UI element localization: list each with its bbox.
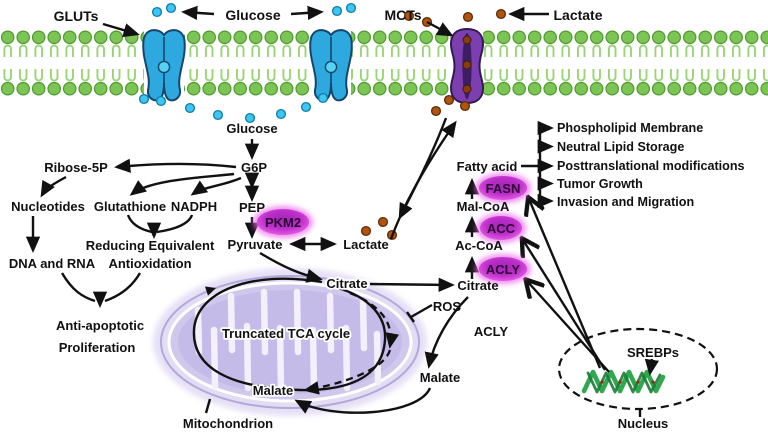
label-acly-enzyme: ACLY — [486, 262, 521, 277]
mcts-pointer-arrow — [426, 20, 454, 37]
acc-enzyme-oval — [480, 216, 522, 240]
citrate-to-malate-acly-arrow — [424, 296, 469, 369]
mitochondrion-organelle — [153, 268, 427, 416]
citrate-malate-dashed-path — [303, 291, 400, 395]
citrate-export-arrow — [369, 277, 455, 293]
label-mal-coa: Mal-CoA — [457, 199, 510, 214]
cell-membrane — [0, 28, 768, 104]
label-mitochondrion: Mitochondrion — [183, 416, 273, 431]
lactate-import-arrow — [398, 117, 448, 220]
label-nucleus: Nucleus — [618, 416, 669, 431]
antioxidation-merge-curve — [104, 272, 142, 303]
label-ac-coa: Ac-CoA — [455, 238, 503, 253]
label-dna-and-rna: DNA and RNA — [9, 256, 96, 271]
fatty-acid-outputs-bracket — [521, 120, 554, 209]
label-malate-mito: Malate — [253, 383, 293, 398]
label-nucleotides: Nucleotides — [11, 199, 85, 214]
label-pkm2: PKM2 — [265, 215, 301, 230]
label-tumor-growth: Tumor Growth — [557, 177, 643, 191]
glucose-right-arrow — [290, 5, 324, 21]
label-acly-pathway: ACLY — [474, 324, 509, 339]
label-anti-apoptotic: Anti-apoptotic — [56, 318, 144, 333]
label-glucose-top: Glucose — [225, 7, 280, 23]
lipid-bilayer — [0, 30, 768, 96]
label-acc-enzyme: ACC — [487, 221, 516, 236]
label-citrate-cytosol: Citrate — [457, 278, 498, 293]
label-antioxidation: Antioxidation — [108, 256, 191, 271]
glucose-left-arrow — [181, 5, 215, 21]
lactate-export-arrow — [389, 120, 457, 240]
nucleus-envelope — [557, 327, 719, 411]
label-truncated-tca: Truncated TCA cycle — [222, 326, 350, 341]
label-citrate-mito: Citrate — [326, 276, 367, 291]
tca-cycle-loop — [192, 277, 387, 392]
label-glucose-cytosol: Glucose — [226, 121, 277, 136]
ros-inhibition-bar — [406, 311, 415, 323]
nucleus-organelle — [557, 327, 719, 417]
label-g6p: G6P — [241, 160, 267, 175]
label-proliferation: Proliferation — [59, 340, 136, 355]
cristae — [194, 288, 382, 394]
g6p-to-nadph-arrow — [190, 176, 242, 196]
label-posttranslational-modifications: Posttranslational modifications — [557, 159, 745, 173]
label-neutral-lipid-storage: Neutral Lipid Storage — [557, 140, 684, 154]
glut-transporter-icon — [142, 29, 186, 102]
mct-transporter-icon — [450, 28, 484, 104]
dna-helix-icon — [581, 369, 666, 394]
label-fasn-enzyme: FASN — [486, 181, 521, 196]
acly-enzyme-oval — [479, 257, 527, 281]
label-gluts: GLUTs — [54, 8, 99, 24]
nadph-merge-curve — [156, 214, 194, 234]
srebps-to-dna-arrow — [644, 358, 660, 376]
pyruvate-to-citrate-arrow — [259, 251, 323, 283]
srebps-to-fasn-arrow — [529, 199, 602, 369]
pkm2-enzyme-oval — [257, 209, 309, 235]
label-lactate-cytosol: Lactate — [343, 237, 389, 252]
label-malate-cytosol: Malate — [420, 370, 460, 385]
label-glutathione: Glutathione — [94, 199, 166, 214]
glut-transporter-icon — [309, 29, 353, 102]
gluts-pointer-arrow — [102, 22, 140, 38]
dna-merge-curve — [60, 272, 96, 303]
label-ribose5p: Ribose-5P — [44, 160, 108, 175]
g6p-to-glutathione-arrow — [129, 172, 235, 196]
mitochondrion-label-tick — [204, 398, 212, 414]
srebps-to-acc-arrow — [523, 240, 607, 371]
label-nadph: NADPH — [171, 199, 217, 214]
pathway-arrows — [25, 5, 660, 414]
label-ros: ROS — [433, 299, 462, 314]
malate-reentry-arrow — [294, 387, 432, 414]
label-pyruvate: Pyruvate — [228, 237, 283, 252]
fasn-enzyme-oval — [479, 176, 527, 200]
label-reducing-equivalent: Reducing Equivalent — [86, 238, 215, 253]
label-srebps: SREBPs — [627, 345, 679, 360]
g6p-to-ribose5p-arrow — [114, 158, 237, 173]
ros-line — [410, 303, 433, 319]
label-fatty-acid: Fatty acid — [457, 159, 518, 174]
label-mcts: MCTs — [384, 7, 421, 23]
label-lactate-top: Lactate — [553, 7, 602, 23]
label-invasion-migration: Invasion and Migration — [557, 195, 694, 209]
glutathione-merge-curve — [126, 214, 153, 234]
label-pep: PEP — [239, 200, 265, 215]
ribose5p-to-nucleotides-arrow — [40, 175, 67, 198]
label-phospholipid-membrane: Phospholipid Membrane — [557, 121, 703, 135]
srebps-to-acly-arrow — [527, 281, 610, 373]
enzyme-ovals — [253, 173, 531, 284]
